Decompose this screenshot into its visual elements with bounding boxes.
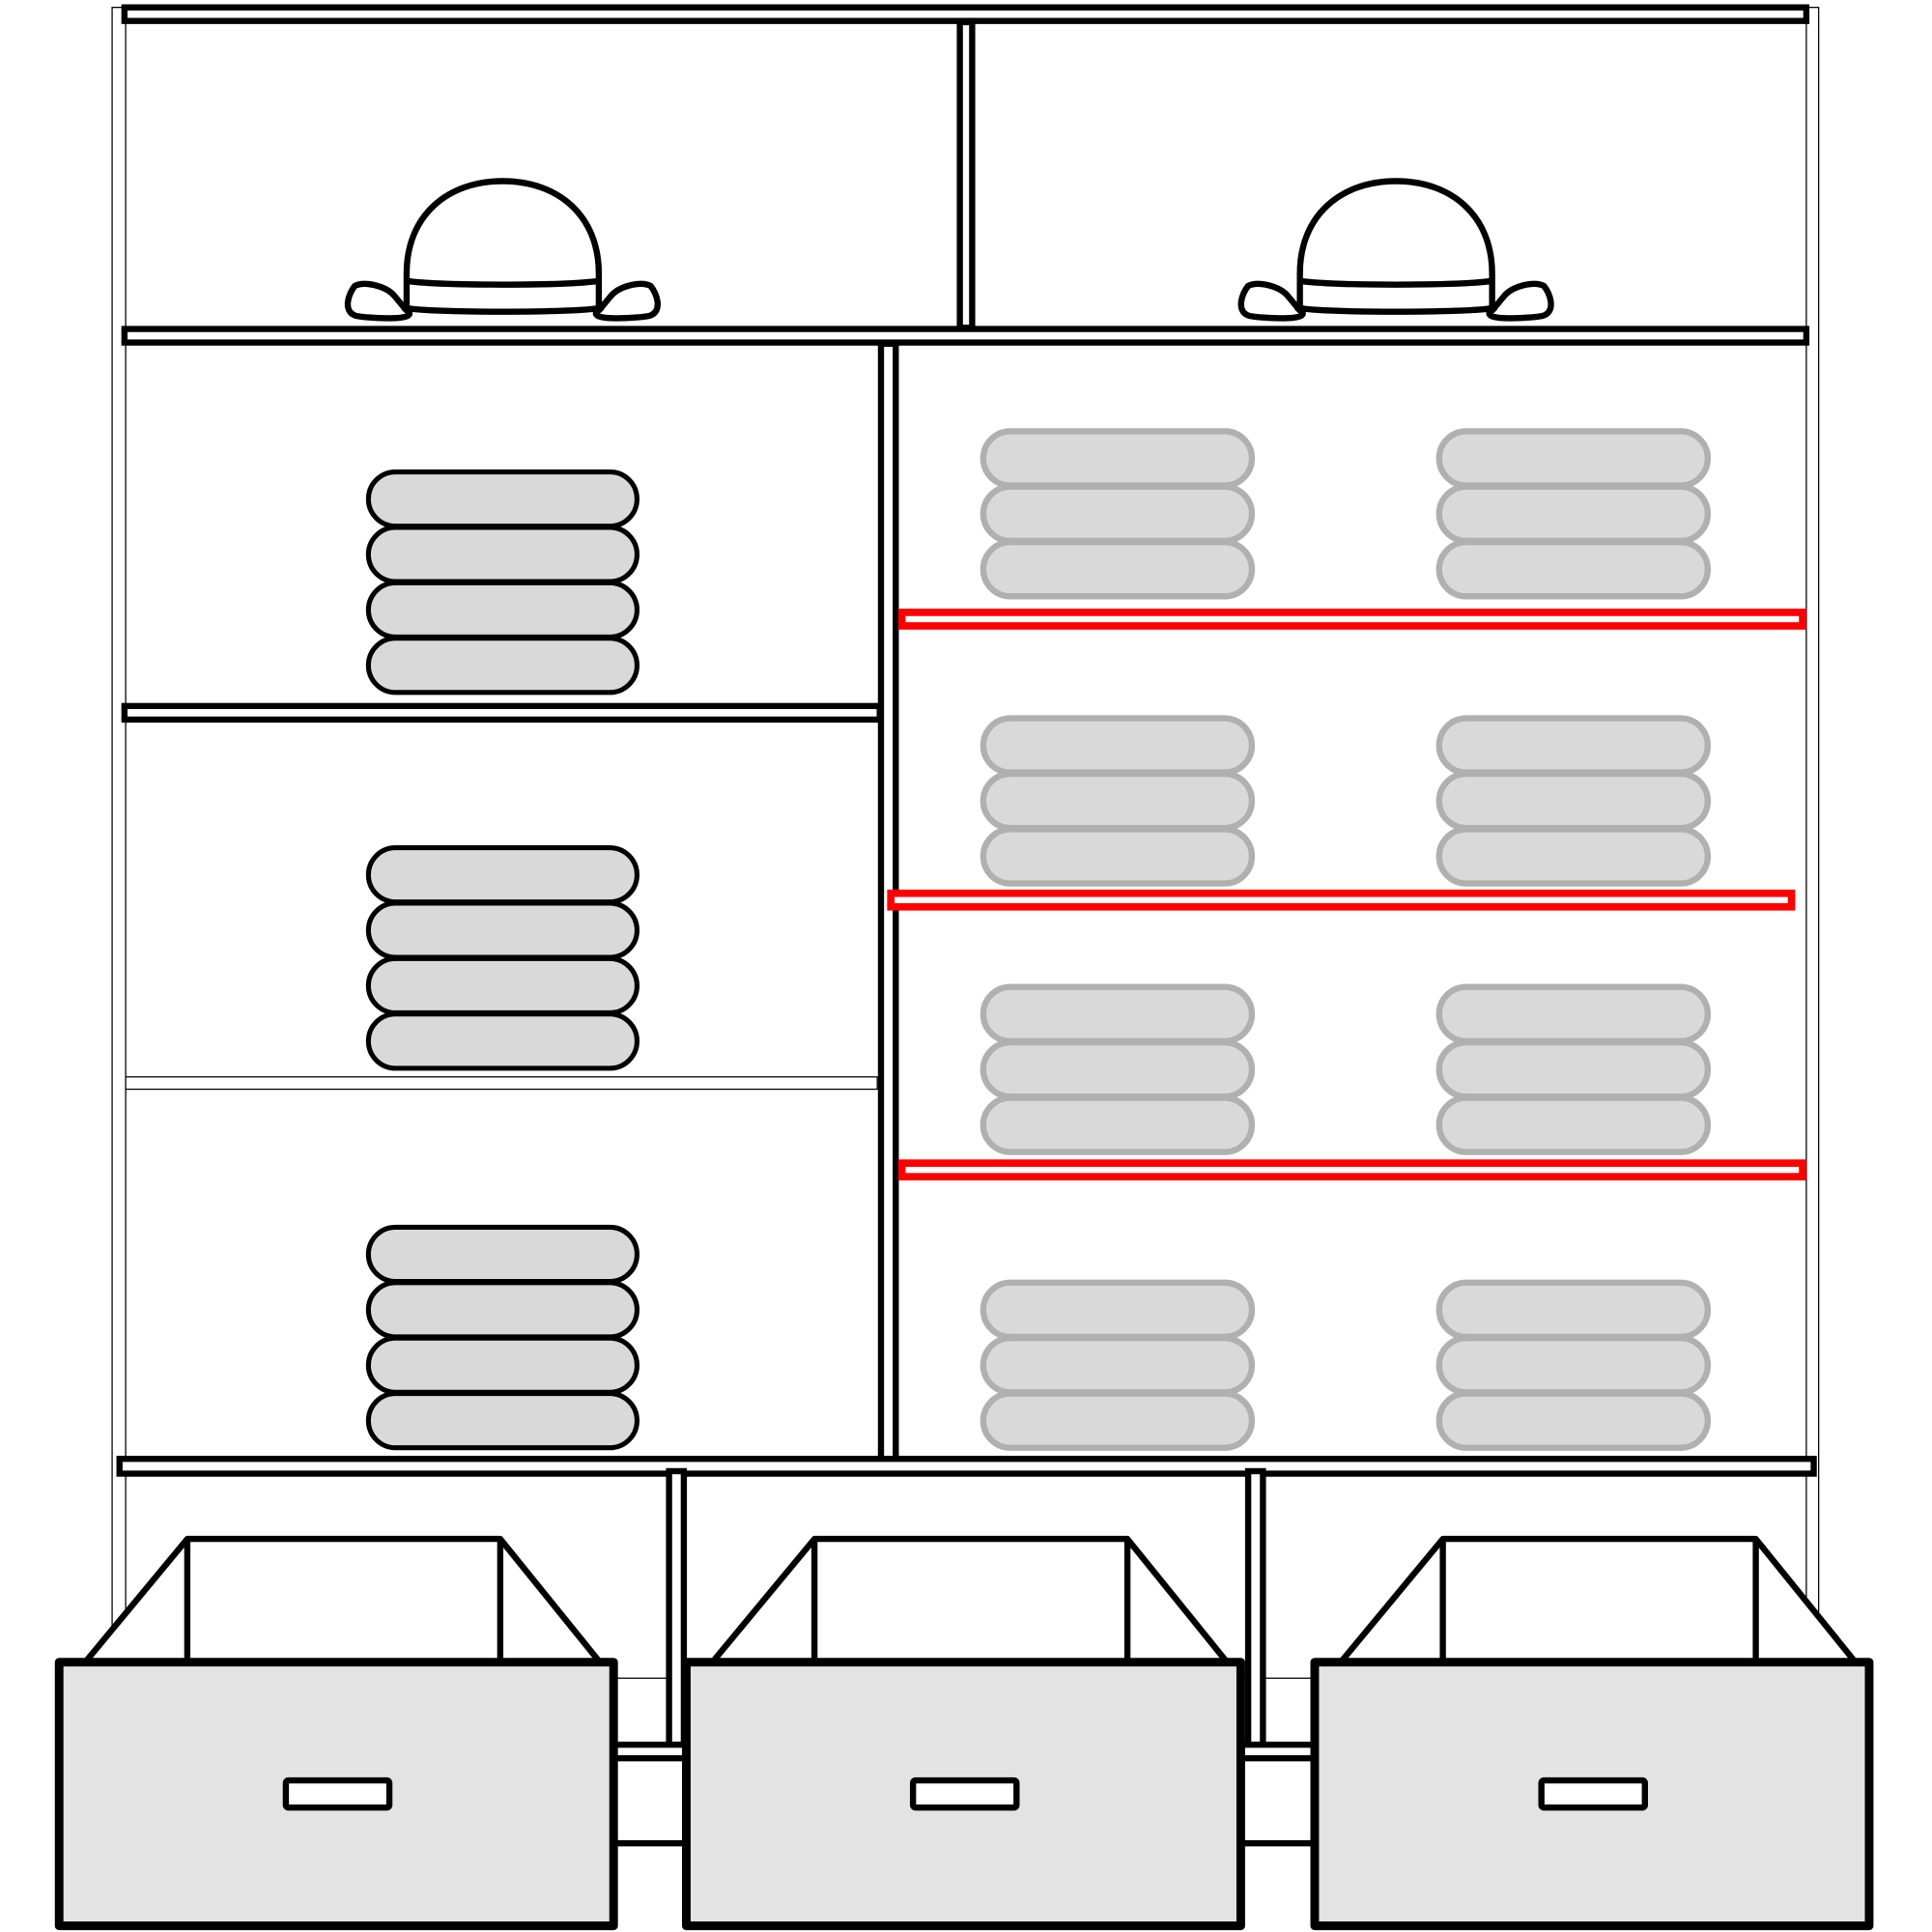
- towel-stack: [1435, 983, 1712, 1155]
- towel: [980, 770, 1256, 832]
- highlighted-shelf: [897, 1159, 1806, 1180]
- towel-stack: [365, 1224, 639, 1451]
- left-shelf-upper: [121, 702, 883, 724]
- left-shelf-lower: [125, 1076, 878, 1091]
- hat-brim-right: [592, 280, 661, 322]
- top-divider: [956, 18, 976, 331]
- hat-shelf: [121, 326, 1810, 346]
- base-divider-left: [666, 1467, 688, 1748]
- hats: [344, 178, 1554, 322]
- towel: [365, 525, 639, 584]
- base-shelf: [116, 1456, 1817, 1477]
- box-front: [54, 1658, 618, 1931]
- towel: [365, 1391, 639, 1451]
- towel: [365, 955, 639, 1016]
- towel: [365, 1280, 639, 1340]
- towel: [365, 580, 639, 639]
- towel-stacks: [365, 428, 1712, 1451]
- towel-stack: [1435, 428, 1712, 600]
- box-flaps: [711, 1535, 1229, 1663]
- hat-brim-right: [1486, 280, 1554, 322]
- towel: [1435, 1335, 1712, 1396]
- towel-stack: [980, 715, 1256, 887]
- towel: [980, 1038, 1256, 1100]
- hat-icon: [344, 178, 661, 322]
- towel: [1435, 483, 1712, 545]
- storage-box: [681, 1535, 1245, 1931]
- highlighted-shelf: [887, 889, 1796, 911]
- towel: [980, 539, 1256, 600]
- towel: [1435, 1390, 1712, 1451]
- towel: [365, 900, 639, 960]
- towel-stack: [980, 428, 1256, 600]
- storage-box: [1310, 1535, 1874, 1931]
- box-handle: [909, 1776, 1020, 1811]
- towel: [365, 1335, 639, 1395]
- towel: [980, 428, 1256, 489]
- hat-band: [1299, 277, 1493, 288]
- towel: [980, 1279, 1256, 1341]
- towel: [1435, 1038, 1712, 1100]
- towel: [980, 715, 1256, 776]
- box-handle: [1538, 1776, 1648, 1811]
- towel-stack: [1435, 1279, 1712, 1451]
- hat-band: [406, 277, 600, 288]
- towel-stack: [365, 469, 639, 696]
- towel: [365, 469, 639, 529]
- towel: [365, 1224, 639, 1285]
- hat-icon: [1237, 178, 1554, 322]
- highlighted-shelf: [897, 609, 1806, 630]
- hat-crown: [403, 178, 603, 315]
- towel: [980, 1094, 1256, 1155]
- towel: [1435, 428, 1712, 489]
- towel: [365, 845, 639, 905]
- towel: [980, 1335, 1256, 1396]
- storage-box: [54, 1535, 618, 1931]
- towel: [980, 483, 1256, 545]
- towel: [1435, 1094, 1712, 1155]
- hat-brim-left: [344, 280, 412, 322]
- box-handle: [282, 1776, 393, 1811]
- towel: [980, 1390, 1256, 1451]
- hat-brim-left: [1237, 280, 1306, 322]
- towel: [365, 636, 639, 696]
- towel: [980, 983, 1256, 1044]
- towel: [1435, 1279, 1712, 1341]
- towel: [1435, 770, 1712, 832]
- towel-stack: [980, 983, 1256, 1155]
- towel: [980, 826, 1256, 887]
- towel: [1435, 715, 1712, 776]
- towel: [365, 1011, 639, 1071]
- box-flaps: [1339, 1535, 1858, 1663]
- towel-stack: [980, 1279, 1256, 1451]
- base-divider-right: [1244, 1467, 1266, 1748]
- box-flaps: [83, 1535, 602, 1663]
- towel: [1435, 539, 1712, 600]
- towel: [1435, 983, 1712, 1044]
- box-front: [681, 1658, 1245, 1931]
- towel: [1435, 826, 1712, 887]
- hat-crown: [1296, 178, 1495, 315]
- highlighted-shelves: [887, 609, 1806, 1180]
- top-rail: [121, 4, 1810, 24]
- towel-stack: [1435, 715, 1712, 887]
- towel-stack: [365, 845, 639, 1071]
- storage-boxes: [54, 1535, 1874, 1931]
